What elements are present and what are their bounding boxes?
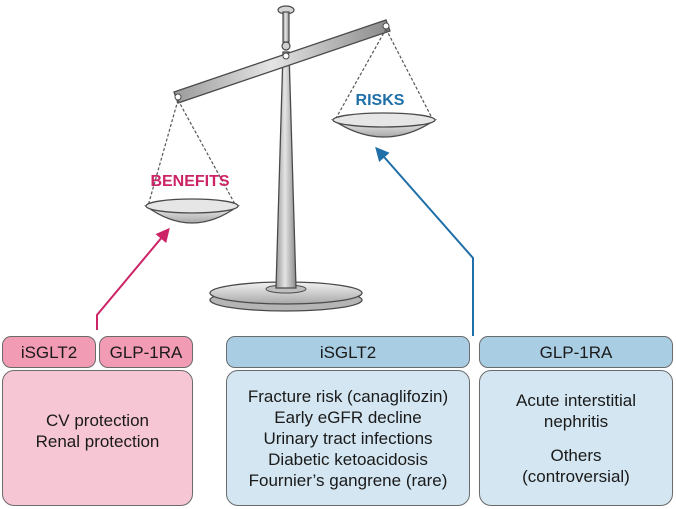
benefits-list: CV protection Renal protection	[2, 370, 193, 506]
risks-isglt2-tab-label: iSGLT2	[319, 342, 377, 362]
benefits-arrow	[96, 227, 170, 330]
benefit-item: Renal protection	[35, 432, 160, 451]
risks-isglt2-tab: iSGLT2	[226, 336, 470, 368]
scale-pillar	[275, 51, 297, 289]
risk-item: (controversial)	[522, 466, 630, 486]
risk-item: Acute interstitial	[516, 390, 636, 410]
benefits-tab-glp1ra: GLP-1RA	[99, 336, 193, 368]
scale-finial	[277, 5, 295, 51]
risk-item: Early eGFR decline	[274, 407, 422, 427]
risk-item: Urinary tract infections	[263, 428, 433, 448]
risk-item: nephritis	[543, 411, 609, 431]
risks-glp1ra-list: Acute interstitial nephritis Others (con…	[479, 370, 673, 506]
scale-base	[209, 281, 363, 312]
risk-item: Others	[550, 445, 602, 465]
risks-label: RISKS	[356, 92, 405, 109]
benefits-label: BENEFITS	[150, 173, 229, 190]
risk-item: Diabetic ketoacidosis	[268, 449, 428, 469]
risks-glp1ra-tab: GLP-1RA	[479, 336, 673, 368]
left-pan-chains	[147, 99, 237, 207]
risks-isglt2-list: Fracture risk (canaglifozin) Early eGFR …	[226, 370, 470, 506]
benefits-pan	[144, 198, 240, 224]
risk-item: Fracture risk (canaglifozin)	[247, 386, 449, 406]
right-pan-chains	[334, 28, 434, 121]
risks-arrow	[375, 146, 474, 336]
benefits-tab-isglt2-label: iSGLT2	[20, 342, 78, 362]
risks-glp1ra-tab-label: GLP-1RA	[539, 342, 613, 362]
benefits-tab-glp1ra-label: GLP-1RA	[109, 342, 183, 362]
risks-pan	[330, 112, 438, 138]
benefits-tab-isglt2: iSGLT2	[2, 336, 96, 368]
benefit-item: CV protection	[46, 411, 149, 430]
risk-item: Fournier’s gangrene (rare)	[248, 470, 448, 490]
